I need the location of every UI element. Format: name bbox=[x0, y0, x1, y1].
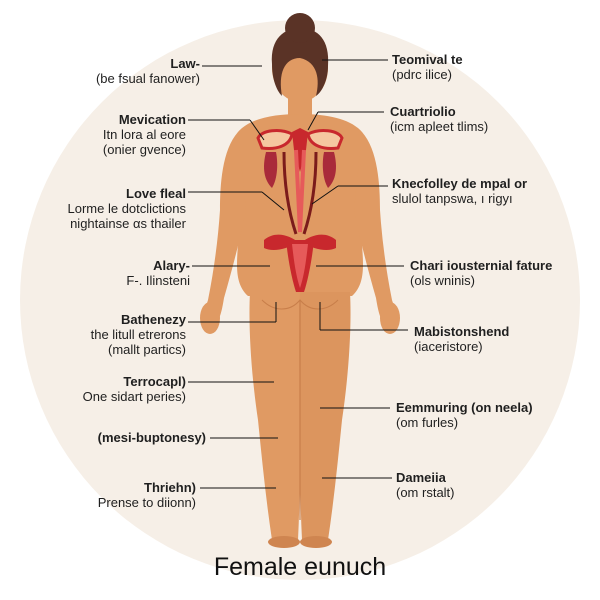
label-left-2: Mevication Itn lora al eore (onier gvenc… bbox=[40, 112, 186, 157]
label-left-2-title: Mevication bbox=[118, 112, 186, 127]
label-left-5: Bathenezy the litull etrerons (mallt par… bbox=[40, 312, 186, 357]
label-right-5-sub: (iaceristore) bbox=[414, 339, 483, 354]
label-left-6-title: Terrocapl) bbox=[123, 374, 186, 389]
label-left-8-title: Thriehn) bbox=[144, 480, 196, 495]
label-left-3-title: Love fleal bbox=[126, 186, 186, 201]
label-right-7-title: Dameiia bbox=[396, 470, 446, 485]
label-right-5: Mabistonshend (iaceristore) bbox=[414, 324, 584, 354]
label-right-3-title: Knecfolley de mpal or bbox=[392, 176, 528, 191]
label-left-3-sub-1: Lorme le dotclictions bbox=[67, 201, 187, 216]
label-right-4-sub: (ols wninis) bbox=[410, 273, 476, 288]
label-left-6: Terrocapl) One sidart peries) bbox=[40, 374, 186, 404]
label-right-1-title: Teomival te bbox=[392, 52, 463, 67]
label-right-2-sub: (icm apleet tlims) bbox=[390, 119, 489, 134]
label-left-4-title: Alary- bbox=[153, 258, 190, 273]
label-right-1-sub: (pdrc ilice) bbox=[392, 67, 452, 82]
label-right-5-title: Mabistonshend bbox=[414, 324, 510, 339]
body-silhouette bbox=[200, 13, 400, 548]
label-left-4-sub: F-. Ilinsteni bbox=[126, 273, 190, 288]
label-left-2-sub-2: (onier gvence) bbox=[102, 142, 186, 157]
label-left-5-title: Bathenezy bbox=[120, 312, 186, 327]
label-right-4: Chari iousternial fature (ols wninis) bbox=[410, 258, 595, 288]
label-left-1-title: Law- bbox=[170, 56, 200, 71]
organ-system bbox=[256, 128, 344, 292]
label-right-1: Teomival te (pdrc ilice) bbox=[392, 52, 582, 82]
label-left-6-sub: One sidart peries) bbox=[82, 389, 186, 404]
diagram-title: Female eunuch bbox=[213, 553, 387, 581]
label-left-3-sub-2: nightainse αs thailer bbox=[70, 216, 186, 231]
leader-lines bbox=[188, 59, 408, 489]
label-left-3: Love fleal Lorme le dotclictions nightai… bbox=[20, 186, 187, 231]
label-right-3-sub: slulol tanpswa, ı rigyı bbox=[392, 191, 513, 206]
label-right-4-title: Chari iousternial fature bbox=[410, 258, 553, 273]
label-left-2-sub-1: Itn lora al eore bbox=[102, 127, 186, 142]
label-right-7-sub: (om rstalt) bbox=[396, 485, 455, 500]
label-left-7-title: (mesi-buptonesy) bbox=[97, 430, 206, 445]
label-right-7: Dameiia (om rstalt) bbox=[396, 470, 576, 500]
label-left-5-sub-2: (mallt partics) bbox=[107, 342, 186, 357]
label-left-1: Law- (be fsual fanower) bbox=[60, 56, 200, 86]
label-left-1-sub: (be fsual fanower) bbox=[95, 71, 200, 86]
label-left-8: Thriehn) Prense to diionn) bbox=[50, 480, 196, 510]
label-right-6-title: Eemmuring (on neela) bbox=[396, 400, 533, 415]
label-left-7: (mesi-buptonesy) bbox=[60, 430, 206, 445]
label-right-2: Cuartriolio (icm apleet tlims) bbox=[390, 104, 580, 134]
label-left-5-sub-1: the litull etrerons bbox=[90, 327, 186, 342]
label-right-3: Knecfolley de mpal or slulol tanpswa, ı … bbox=[392, 176, 592, 206]
label-right-6-sub: (om furles) bbox=[396, 415, 459, 430]
label-right-2-title: Cuartriolio bbox=[390, 104, 456, 119]
label-right-6: Eemmuring (on neela) (om furles) bbox=[396, 400, 586, 430]
label-left-4: Alary- F-. Ilinsteni bbox=[70, 258, 190, 288]
label-left-8-sub: Prense to diionn) bbox=[97, 495, 196, 510]
